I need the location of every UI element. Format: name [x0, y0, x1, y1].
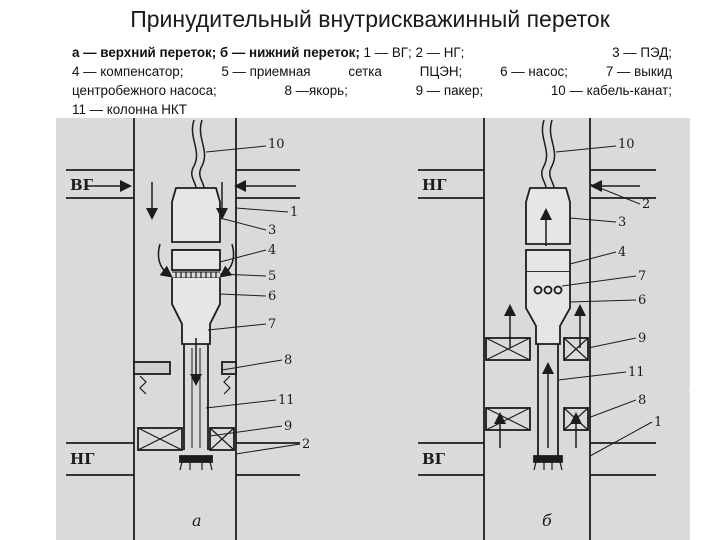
right-num-2: 2	[642, 197, 650, 212]
caption-line-1-right: 3 — ПЭД;	[612, 45, 672, 60]
left-well	[66, 118, 301, 540]
caption-line-3: центробежного насоса; 8 —якорь; 9 — паке…	[72, 83, 672, 98]
left-num-1: 1	[290, 205, 298, 220]
left-num-10: 10	[268, 137, 285, 152]
well-diagram: ВГ НГ а 10 1 3 4 5 6 7 8 11 9 2 НГ ВГ б …	[66, 118, 662, 540]
left-num-5: 5	[268, 269, 276, 284]
left-num-2: 2	[302, 437, 310, 452]
right-num-11: 11	[628, 365, 645, 380]
scanned-figure: ВГ НГ а 10 1 3 4 5 6 7 8 11 9 2 НГ ВГ б …	[56, 118, 690, 540]
right-num-4: 4	[618, 245, 626, 260]
left-top-layer: ВГ	[70, 176, 94, 194]
left-num-9: 9	[284, 419, 292, 434]
right-bottom-layer: ВГ	[422, 450, 446, 468]
right-num-3: 3	[618, 215, 626, 230]
left-bottom-layer: НГ	[70, 450, 95, 468]
left-num-7: 7	[268, 317, 276, 332]
figure-caption: а — верхний переток; б — нижний переток;…	[72, 43, 672, 119]
right-num-1: 1	[654, 415, 662, 430]
left-num-6: 6	[268, 289, 276, 304]
caption-line-1-left: а — верхний переток; б — нижний переток;…	[72, 45, 465, 60]
left-num-8: 8	[284, 353, 292, 368]
caption-line-1: а — верхний переток; б — нижний переток;…	[72, 43, 672, 62]
left-letter: а	[192, 511, 202, 530]
caption-line-2: 4 — компенсатор; 5 — приемная сетка ПЦЭН…	[72, 64, 672, 79]
right-num-6: 6	[638, 293, 646, 308]
right-well	[418, 118, 656, 540]
right-num-9: 9	[638, 331, 646, 346]
page-title: Принудительный внутрискважинный переток	[130, 6, 610, 32]
right-letter: б	[542, 511, 552, 530]
right-num-8: 8	[638, 393, 646, 408]
left-num-11: 11	[278, 393, 295, 408]
left-num-4: 4	[268, 243, 276, 258]
right-num-7: 7	[638, 269, 646, 284]
right-top-layer: НГ	[422, 176, 447, 194]
right-num-10: 10	[618, 137, 635, 152]
left-num-3: 3	[268, 223, 276, 238]
caption-line-4: 11 — колонна НКТ	[72, 102, 187, 117]
swirl-decoration-icon	[689, 373, 720, 407]
